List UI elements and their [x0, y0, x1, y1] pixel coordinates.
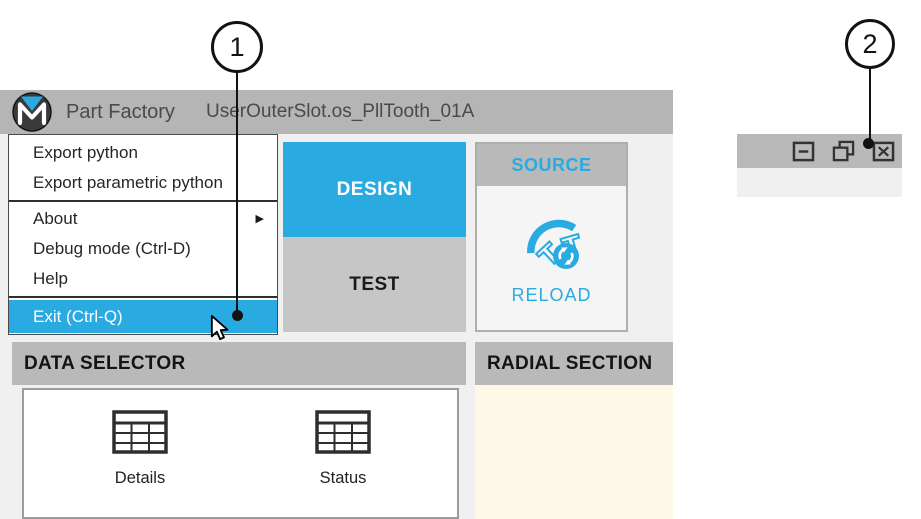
menu-item-about-label: About	[33, 209, 78, 228]
data-selector-panel: Details Status	[22, 388, 459, 519]
tab-test-label: TEST	[349, 273, 400, 295]
menu-item-exit[interactable]: Exit (Ctrl-Q)	[9, 300, 277, 333]
callout-1-badge: 1	[211, 21, 263, 73]
callout-2-badge: 2	[845, 19, 895, 69]
source-panel-header: SOURCE	[477, 144, 626, 186]
details-label: Details	[114, 469, 166, 487]
restore-button[interactable]	[831, 140, 856, 163]
app-name: Part Factory	[66, 101, 175, 123]
slot-tooth-reload-icon: T T	[519, 210, 587, 277]
status-label: Status	[319, 469, 367, 487]
data-selector-item-details[interactable]: Details	[80, 410, 200, 488]
data-selector-item-status[interactable]: Status	[283, 410, 403, 488]
tab-design-label: DESIGN	[336, 178, 413, 200]
submenu-arrow-icon: ▶	[255, 213, 264, 225]
document-name: UserOuterSlot.os_PllTooth_01A	[206, 101, 475, 122]
menu-item-export-parametric-python[interactable]: Export parametric python	[33, 173, 223, 192]
menu-item-debug-mode[interactable]: Debug mode (Ctrl-D)	[33, 239, 191, 258]
reload-button-label: RELOAD	[511, 285, 592, 305]
menu-separator	[9, 296, 277, 298]
minimize-button[interactable]	[792, 141, 815, 162]
minimize-icon	[792, 141, 815, 161]
menu-item-export-python[interactable]: Export python	[33, 143, 138, 162]
mouse-cursor-icon	[206, 313, 234, 346]
callout-1-line	[236, 72, 238, 316]
callout-2-dot	[863, 138, 874, 149]
section-header-data-selector: DATA SELECTOR	[12, 342, 466, 385]
app-logo-icon	[12, 92, 52, 137]
titlebar-fragment-lower-strip	[737, 168, 902, 197]
app-window: Part Factory UserOuterSlot.os_PllTooth_0…	[0, 90, 673, 519]
table-icon	[315, 410, 371, 458]
table-icon	[112, 410, 168, 458]
radial-section-canvas	[475, 385, 673, 519]
data-selector-title: DATA SELECTOR	[24, 352, 186, 374]
menu-separator	[9, 200, 277, 202]
close-icon	[872, 141, 895, 161]
tab-test[interactable]: TEST	[283, 237, 466, 332]
close-button[interactable]	[872, 141, 895, 162]
tab-design[interactable]: DESIGN	[283, 142, 466, 237]
menu-item-help[interactable]: Help	[33, 269, 68, 288]
titlebar-controls-fragment	[737, 134, 902, 168]
section-header-radial-section: RADIAL SECTION	[475, 342, 673, 385]
file-menu-dropdown: Export python Export parametric python A…	[8, 134, 278, 335]
reload-button[interactable]: T T RELOAD	[477, 186, 626, 330]
restore-icon	[832, 140, 855, 161]
title-bar[interactable]: Part Factory UserOuterSlot.os_PllTooth_0…	[0, 90, 673, 134]
callout-1-dot	[232, 310, 243, 321]
radial-section-title: RADIAL SECTION	[487, 352, 653, 374]
menu-item-about[interactable]: About ▶	[9, 204, 277, 234]
callout-2-line	[869, 68, 871, 144]
source-panel: SOURCE T T	[475, 142, 628, 332]
